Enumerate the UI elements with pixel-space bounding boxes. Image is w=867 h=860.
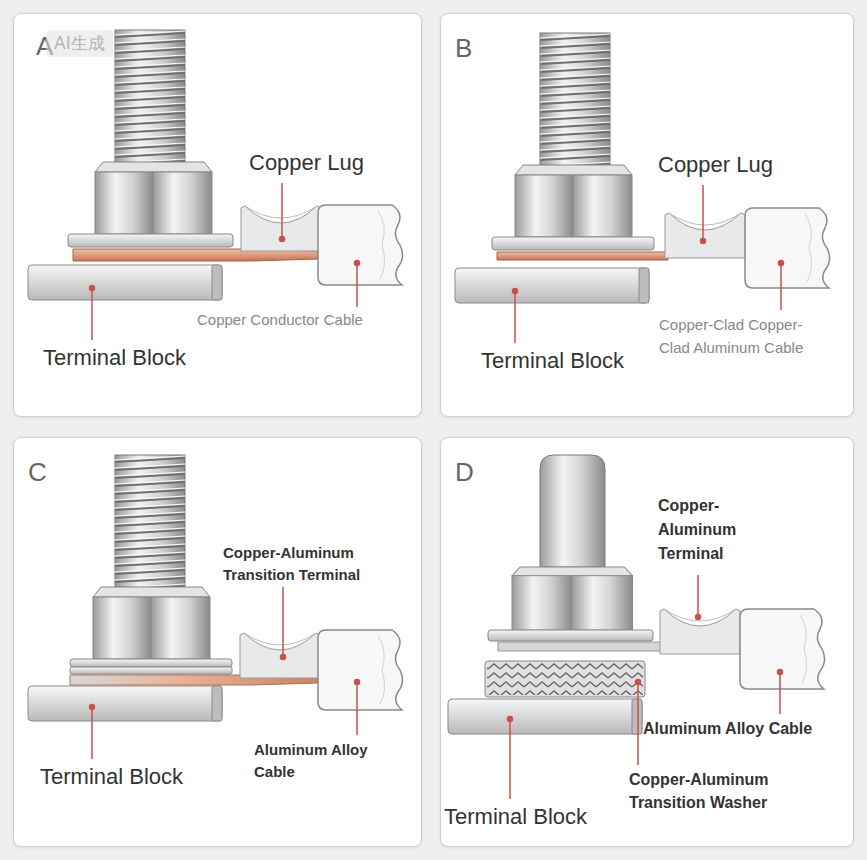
lug-barrel bbox=[240, 633, 320, 678]
part-label: Copper-Aluminum Transition Washer bbox=[629, 768, 804, 814]
threaded-shaft bbox=[540, 33, 610, 165]
leader-line bbox=[91, 288, 93, 340]
leader-dot bbox=[636, 680, 641, 685]
panel-a-art bbox=[28, 30, 403, 340]
panel-letter: C bbox=[28, 456, 47, 489]
part-label: Copper-Aluminum Transition Terminal bbox=[223, 542, 401, 586]
leader-dot bbox=[281, 655, 286, 660]
leader-dot bbox=[90, 705, 95, 710]
lug-plate bbox=[73, 249, 318, 261]
part-label: Copper Conductor Cable bbox=[197, 311, 417, 330]
part-label: Copper Lug bbox=[658, 151, 828, 179]
part-label: Copper- Aluminum Terminal bbox=[658, 494, 753, 566]
leader-line bbox=[779, 672, 781, 714]
panel-letter: B bbox=[455, 32, 472, 65]
leader-line bbox=[509, 719, 511, 799]
leader-lines bbox=[513, 185, 784, 343]
flat-washer bbox=[492, 237, 654, 250]
terminal-block-shape bbox=[448, 699, 642, 734]
threaded-shaft bbox=[115, 455, 185, 587]
cable-end bbox=[318, 630, 403, 710]
watermark: AI生成 bbox=[46, 30, 113, 57]
leader-dot bbox=[355, 680, 360, 685]
flat-washer bbox=[488, 630, 653, 641]
part-label: Copper-Clad Copper- Clad Aluminum Cable bbox=[659, 314, 831, 359]
leader-line bbox=[356, 682, 358, 735]
part-label: Aluminum Alloy Cable bbox=[643, 719, 853, 739]
part-label: Copper Lug bbox=[249, 149, 419, 177]
leader-dot bbox=[280, 237, 285, 242]
washer-texture bbox=[487, 663, 643, 695]
leader-dot bbox=[513, 289, 518, 294]
leader-line bbox=[91, 707, 93, 759]
lug-plate bbox=[498, 642, 662, 651]
leader-line bbox=[282, 587, 284, 657]
terminal-block-shape bbox=[455, 268, 649, 303]
lug-plate bbox=[497, 252, 668, 260]
flat-washer bbox=[70, 659, 232, 667]
panel-letter: D bbox=[455, 456, 474, 489]
part-label: Terminal Block bbox=[40, 763, 240, 791]
cable-end bbox=[740, 609, 825, 689]
transition-washer-shape bbox=[485, 661, 645, 697]
leader-dot bbox=[701, 239, 706, 244]
leader-line bbox=[697, 575, 699, 617]
flat-washer bbox=[70, 667, 232, 674]
cable-end bbox=[318, 205, 403, 285]
part-label: Terminal Block bbox=[43, 344, 243, 372]
panel-d-art bbox=[448, 455, 825, 799]
smooth-stud bbox=[540, 455, 605, 567]
leader-lines bbox=[508, 575, 783, 799]
transition-plate bbox=[70, 675, 318, 685]
hex-nut bbox=[512, 567, 633, 630]
leader-line bbox=[281, 183, 283, 239]
terminal-block-shape bbox=[28, 686, 222, 721]
terminal-block-shape bbox=[28, 265, 222, 300]
diagram-panel: C Copper-Aluminum Transition TerminalAlum… bbox=[13, 437, 422, 847]
leader-dot bbox=[355, 261, 360, 266]
leader-dot bbox=[696, 615, 701, 620]
leader-lines bbox=[90, 183, 360, 340]
leader-line bbox=[514, 291, 516, 343]
panel-b-art bbox=[455, 33, 830, 343]
flat-washer bbox=[68, 234, 233, 247]
leader-dot bbox=[508, 717, 513, 722]
diagram-panel: D Copper- Aluminum TerminalAluminum Alloy… bbox=[440, 437, 854, 847]
cable-end bbox=[745, 208, 830, 288]
leader-line bbox=[356, 263, 358, 307]
lug-barrel bbox=[665, 213, 745, 258]
leader-line bbox=[637, 682, 639, 765]
leader-dot bbox=[779, 261, 784, 266]
part-label: Aluminum Alloy Cable bbox=[254, 739, 389, 783]
lug-barrel bbox=[660, 609, 740, 654]
panel-c-art bbox=[28, 455, 403, 759]
leader-lines bbox=[90, 587, 360, 759]
leader-dot bbox=[778, 670, 783, 675]
part-label: Terminal Block bbox=[444, 803, 644, 831]
diagram-panel: B Copper LugCopper-Clad Copper- Clad Alum… bbox=[440, 13, 854, 417]
hex-nut bbox=[93, 587, 210, 659]
leader-line bbox=[702, 185, 704, 241]
leader-line bbox=[780, 263, 782, 310]
leader-dot bbox=[90, 286, 95, 291]
lug-barrel bbox=[241, 206, 321, 251]
hex-nut bbox=[95, 162, 212, 234]
part-label: Terminal Block bbox=[481, 347, 681, 375]
diagram-panel: ACopper LugCopper Conductor CableTermina… bbox=[13, 13, 422, 417]
threaded-shaft bbox=[115, 30, 185, 162]
hex-nut bbox=[515, 165, 632, 237]
